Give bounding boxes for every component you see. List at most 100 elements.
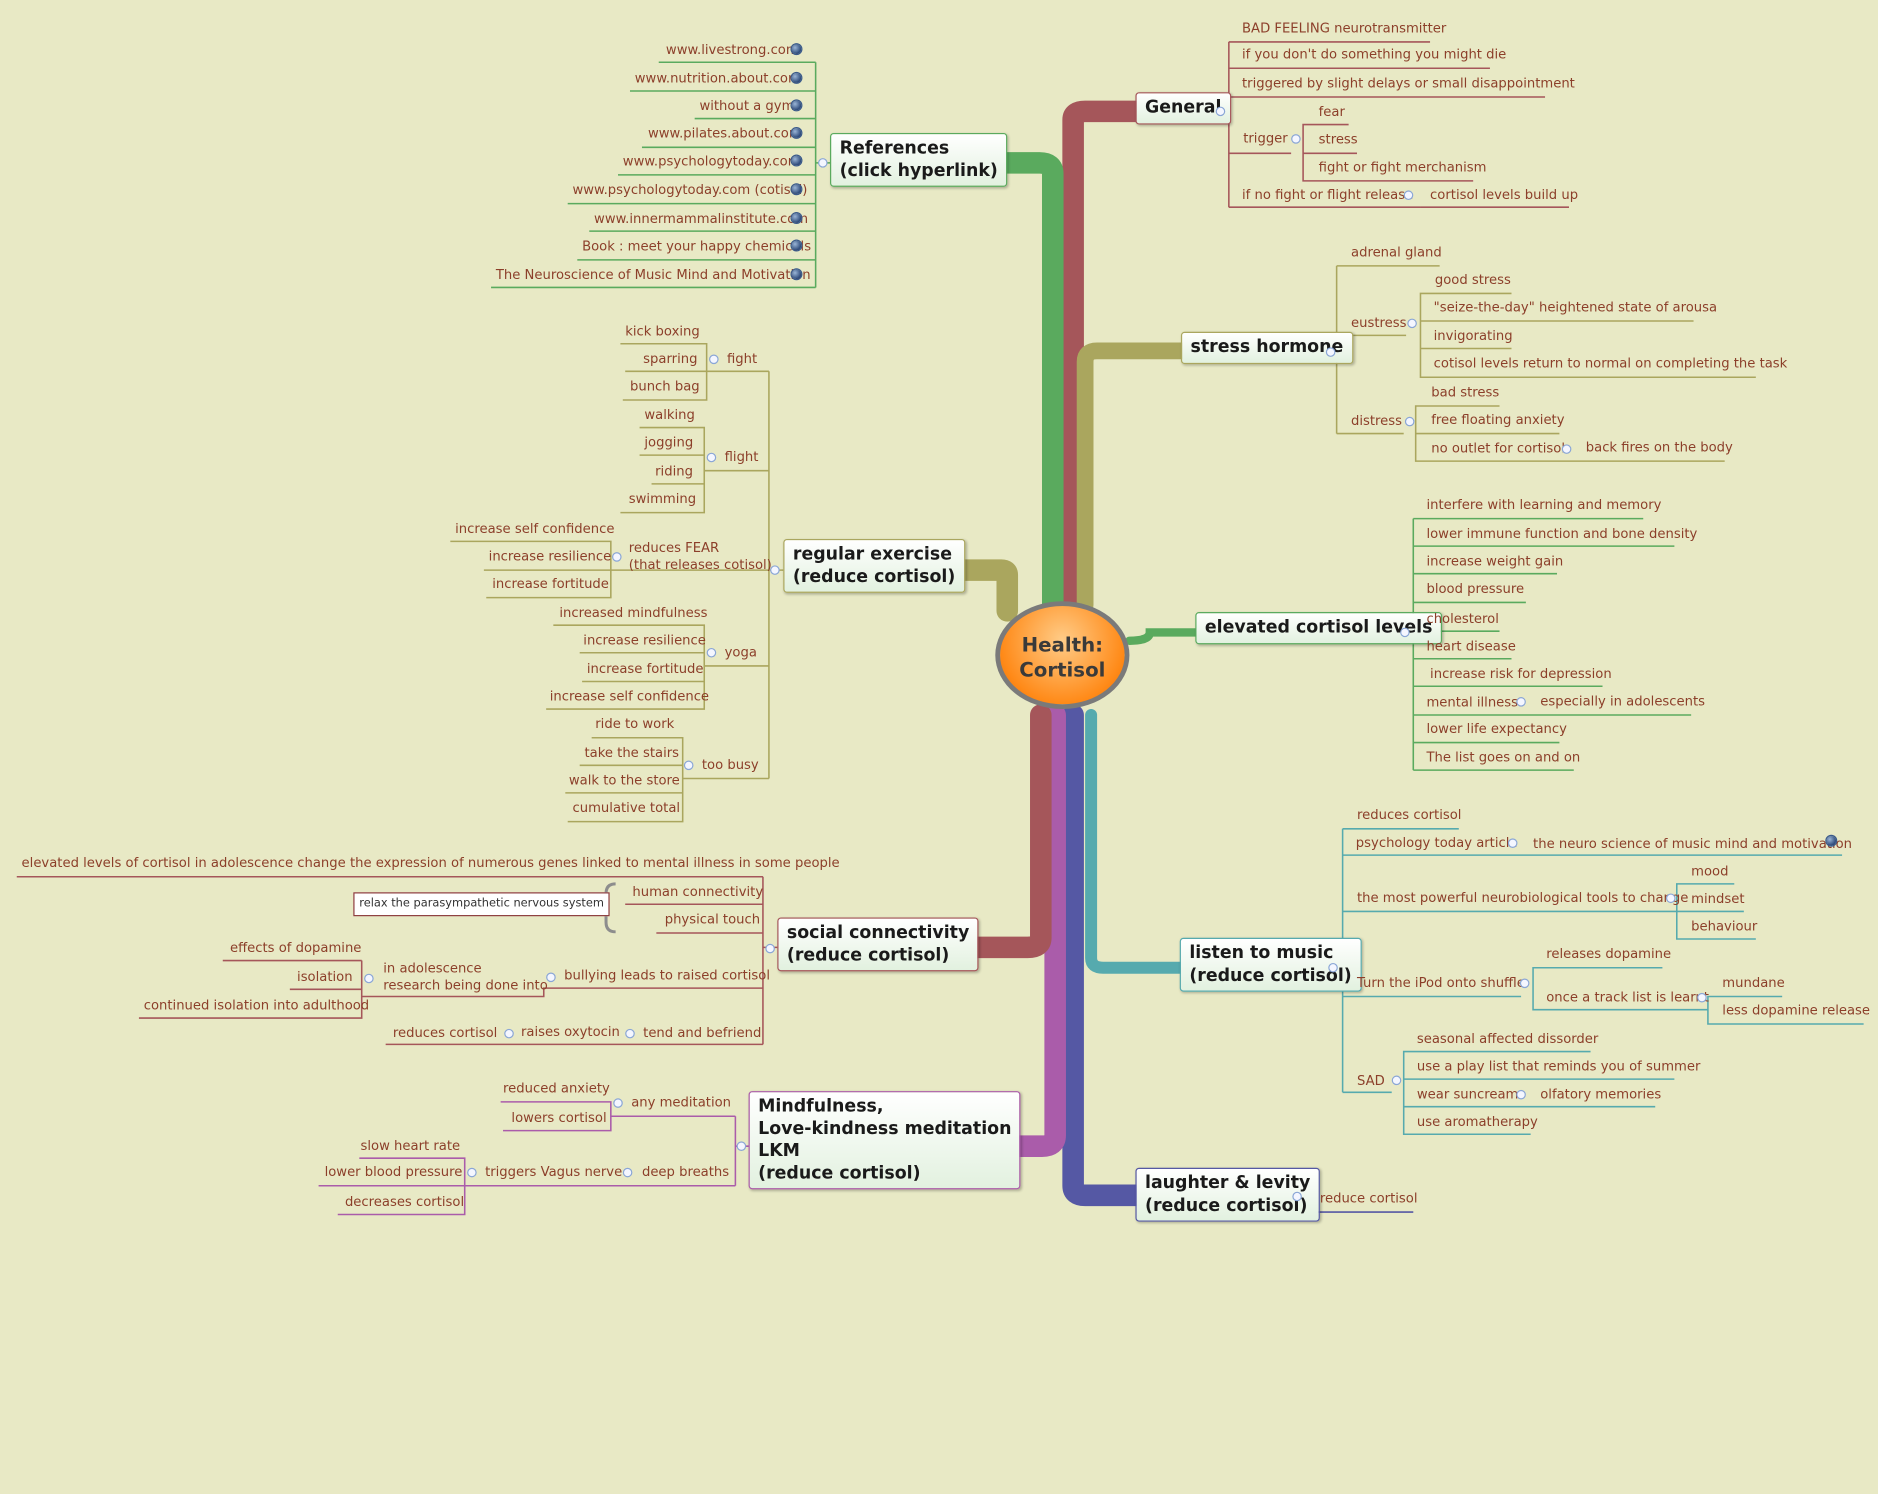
collapse-icon[interactable]	[504, 1028, 514, 1039]
subtopic[interactable]: lower immune function and bone density	[1426, 525, 1698, 542]
subtopic[interactable]: if no fight or flight release	[1242, 186, 1414, 203]
hyperlink-globe-icon[interactable]	[791, 100, 802, 111]
subtopic[interactable]: ride to work	[595, 716, 675, 732]
subtopic[interactable]: research being done into	[383, 977, 548, 993]
collapse-icon[interactable]	[1666, 893, 1676, 904]
hyperlink-globe-icon[interactable]	[791, 73, 802, 83]
subtopic[interactable]: any meditation	[631, 1094, 732, 1111]
subtopic[interactable]: reduced anxiety	[503, 1080, 610, 1096]
subtopic[interactable]: increase self confidence	[549, 688, 710, 705]
subtopic[interactable]: free floating anxiety	[1431, 412, 1565, 428]
hyperlink-globe-icon[interactable]	[791, 269, 802, 280]
collapse-icon[interactable]	[1516, 1089, 1526, 1100]
collapse-icon[interactable]	[1404, 416, 1415, 427]
subtopic[interactable]: tend and befriend	[643, 1025, 762, 1041]
subtopic[interactable]: yoga	[724, 644, 757, 660]
collapse-icon[interactable]	[1516, 697, 1526, 707]
subtopic[interactable]: human connectivity	[632, 883, 764, 900]
hyperlink-item[interactable]: www.innermammalinstitute.com	[594, 210, 809, 227]
subtopic[interactable]: back fires on the body	[1585, 439, 1733, 456]
hyperlink-globe-icon[interactable]	[791, 213, 802, 223]
subtopic[interactable]: triggers Vagus nerve	[485, 1164, 623, 1180]
subtopic[interactable]: (that releases cotisol)	[628, 556, 772, 573]
subtopic[interactable]: too busy	[701, 756, 759, 773]
collapse-icon[interactable]	[1519, 978, 1530, 989]
subtopic[interactable]: swimming	[628, 491, 697, 507]
subtopic[interactable]: isolation	[297, 968, 353, 985]
topic-references[interactable]: References (click hyperlink)	[830, 132, 1008, 187]
collapse-icon[interactable]	[736, 1141, 747, 1151]
subtopic[interactable]: increase fortitude	[586, 661, 704, 677]
hyperlink-globe-icon[interactable]	[791, 44, 802, 54]
subtopic[interactable]: stress	[1318, 131, 1358, 148]
collapse-icon[interactable]	[625, 1028, 635, 1039]
subtopic[interactable]: walking	[644, 407, 695, 423]
subtopic[interactable]: walk to the store	[568, 772, 680, 789]
collapse-icon[interactable]	[770, 565, 780, 575]
subtopic[interactable]: BAD FEELING neurotransmitter	[1242, 20, 1447, 36]
topic-general[interactable]: General	[1135, 92, 1232, 124]
subtopic[interactable]: especially in adolescents	[1540, 693, 1706, 710]
subtopic[interactable]: heart disease	[1426, 638, 1516, 654]
collapse-icon[interactable]	[467, 1167, 477, 1178]
subtopic[interactable]: adrenal gland	[1351, 244, 1442, 260]
topic-mindfulness[interactable]: Mindfulness, Love-kindness meditation LK…	[748, 1091, 1022, 1190]
subtopic[interactable]: good stress	[1434, 271, 1511, 288]
collapse-icon[interactable]	[546, 972, 556, 983]
subtopic[interactable]: Turn the iPod onto shuffle	[1356, 974, 1525, 991]
collapse-icon[interactable]	[364, 973, 374, 984]
hyperlink-globe-icon[interactable]	[791, 128, 802, 138]
subtopic[interactable]: effects of dopamine	[229, 940, 362, 956]
subtopic[interactable]: flight	[724, 449, 759, 465]
subtopic[interactable]: reduces cortisol	[392, 1025, 498, 1041]
subtopic[interactable]: fight	[727, 350, 758, 367]
subtopic[interactable]: bullying leads to raised cortisol	[564, 967, 770, 984]
subtopic[interactable]: mundane	[1722, 974, 1785, 991]
subtopic[interactable]: reduce cortisol	[1319, 1190, 1418, 1207]
collapse-icon[interactable]	[818, 158, 828, 168]
subtopic[interactable]: slow heart rate	[360, 1137, 461, 1154]
subtopic[interactable]: releases dopamine	[1546, 946, 1672, 962]
subtopic[interactable]: mindset	[1691, 891, 1745, 907]
subtopic[interactable]: reduces cortisol	[1356, 807, 1462, 823]
collapse-icon[interactable]	[683, 760, 694, 771]
subtopic[interactable]: increased mindfulness	[559, 604, 708, 621]
subtopic[interactable]: lower blood pressure	[324, 1164, 463, 1180]
subtopic[interactable]: triggered by slight delays or small disa…	[1242, 75, 1575, 92]
subtopic[interactable]: riding	[655, 463, 693, 480]
subtopic[interactable]: in adolescence	[383, 960, 482, 977]
hyperlink-item[interactable]: www.pilates.about.com	[647, 125, 802, 142]
subtopic[interactable]: interfere with learning and memory	[1426, 497, 1662, 513]
subtopic[interactable]: elevated levels of cortisol in adolescen…	[21, 855, 840, 871]
callout-note[interactable]: relax the parasympathetic nervous system	[353, 892, 610, 917]
topic-laughter[interactable]: laughter & levity (reduce cortisol)	[1135, 1167, 1320, 1222]
collapse-icon[interactable]	[1215, 106, 1226, 117]
subtopic[interactable]: once a track list is learnt	[1546, 989, 1709, 1005]
subtopic[interactable]: less dopamine release	[1722, 1002, 1871, 1019]
subtopic[interactable]: bad stress	[1431, 384, 1500, 401]
subtopic[interactable]: invigorating	[1433, 328, 1513, 344]
collapse-icon[interactable]	[1697, 992, 1707, 1003]
central-topic[interactable]: Health: Cortisol	[995, 601, 1130, 710]
hyperlink-item[interactable]: www.psychologytoday.com (cotisol)	[572, 182, 808, 198]
subtopic[interactable]: use a play list that reminds you of summ…	[1416, 1058, 1701, 1075]
subtopic[interactable]: the most powerful neurobiological tools …	[1356, 889, 1689, 906]
subtopic[interactable]: The list goes on and on	[1426, 749, 1581, 766]
subtopic[interactable]: fear	[1318, 104, 1345, 120]
collapse-icon[interactable]	[1403, 190, 1414, 201]
subtopic[interactable]: behaviour	[1691, 918, 1758, 935]
subtopic[interactable]: increase fortitude	[492, 576, 609, 592]
subtopic[interactable]: cortisol levels build up	[1430, 186, 1579, 203]
subtopic[interactable]: increase resilience	[488, 548, 612, 565]
collapse-icon[interactable]	[1507, 838, 1518, 848]
collapse-icon[interactable]	[1291, 134, 1301, 144]
hyperlink-globe-icon[interactable]	[791, 184, 802, 195]
collapse-icon[interactable]	[1325, 347, 1336, 357]
subtopic[interactable]: mood	[1691, 863, 1729, 880]
topic-stress-hormone[interactable]: stress hormone	[1180, 331, 1353, 364]
subtopic[interactable]: the neuro science of music mind and moti…	[1533, 835, 1853, 852]
subtopic[interactable]: take the stairs	[584, 744, 680, 761]
subtopic[interactable]: kick boxing	[625, 323, 700, 339]
subtopic[interactable]: increase self confidence	[455, 520, 615, 537]
collapse-icon[interactable]	[765, 943, 775, 954]
